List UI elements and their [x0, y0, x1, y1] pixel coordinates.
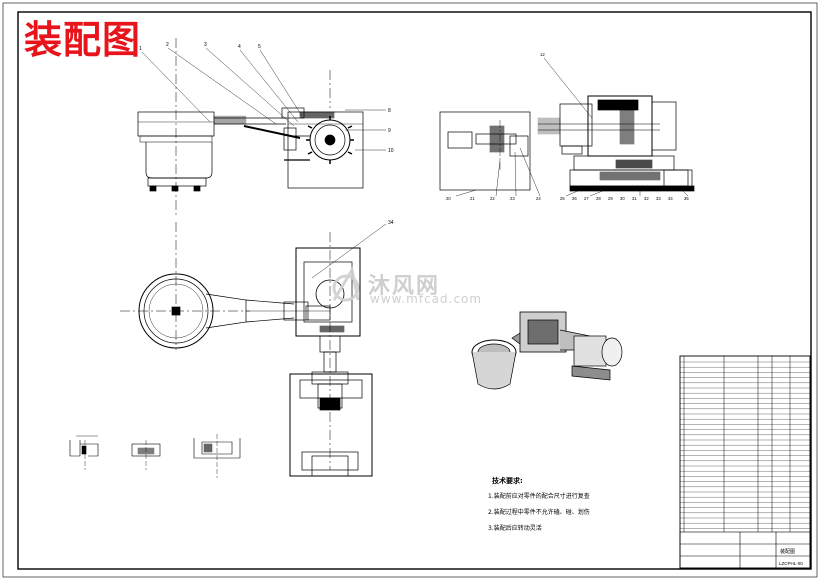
- tech-req-heading: 技术要求:: [492, 477, 523, 485]
- title-block-name: 装配图: [780, 548, 795, 555]
- leader-label: 35: [684, 196, 689, 201]
- drawing-number: LZCPHL-00: [779, 561, 803, 566]
- leader-label: 5: [258, 44, 261, 50]
- leader-label: 24: [536, 196, 541, 201]
- lower-section-view: [289, 335, 373, 477]
- title-block: [679, 531, 811, 569]
- leader-label: 34: [668, 196, 673, 201]
- leader-label: 8: [388, 108, 391, 114]
- leader-label: 9: [388, 128, 391, 134]
- leader-label: 32: [644, 196, 649, 201]
- leader-label: 29: [608, 196, 613, 201]
- leader-label: 30: [620, 196, 625, 201]
- leader-label: 1: [139, 46, 142, 52]
- tech-req-item: 1.装配前应对零件的配合尺寸进行复查: [488, 493, 590, 500]
- tech-req-item: 3.装配后应转动灵活: [488, 525, 542, 532]
- technical-requirements: 技术要求: 1.装配前应对零件的配合尺寸进行复查 2.装配过程中零件不允许磕、碰…: [488, 476, 668, 539]
- drawing-title: 装配图: [24, 18, 142, 62]
- leader-label: 10: [388, 148, 394, 154]
- leader-label: 3: [204, 42, 207, 48]
- leader-label: 20: [446, 196, 451, 201]
- left-elevation-view: [137, 38, 386, 215]
- leader-label: 34: [388, 220, 394, 226]
- mfcad-logo-icon: [332, 265, 360, 302]
- leader-label: 23: [510, 196, 515, 201]
- leader-label: 33: [656, 196, 661, 201]
- leader-label: 21: [470, 196, 475, 201]
- isometric-3d-view: [471, 311, 623, 390]
- detail-sections: [69, 434, 241, 478]
- watermark-url: www.mfcad.com: [370, 292, 483, 306]
- leader-label: 27: [584, 196, 589, 201]
- leader-label: 31: [632, 196, 637, 201]
- inner-border: [17, 11, 812, 570]
- leader-label: 22: [490, 196, 495, 201]
- leader-label: 2: [166, 42, 169, 48]
- bom-table: [679, 355, 811, 569]
- watermark-text: 沐风网: [368, 274, 441, 299]
- leader-label: 26: [572, 196, 577, 201]
- leader-label: 25: [560, 196, 565, 201]
- right-elevation-view: [439, 57, 695, 197]
- bom-rows: [680, 361, 810, 529]
- leader-label: 12: [540, 52, 545, 57]
- leader-label: 28: [596, 196, 601, 201]
- leader-label: 4: [238, 44, 241, 50]
- tech-req-item: 2.装配过程中零件不允许磕、碰、划伤: [488, 509, 590, 516]
- plan-view: [120, 222, 387, 470]
